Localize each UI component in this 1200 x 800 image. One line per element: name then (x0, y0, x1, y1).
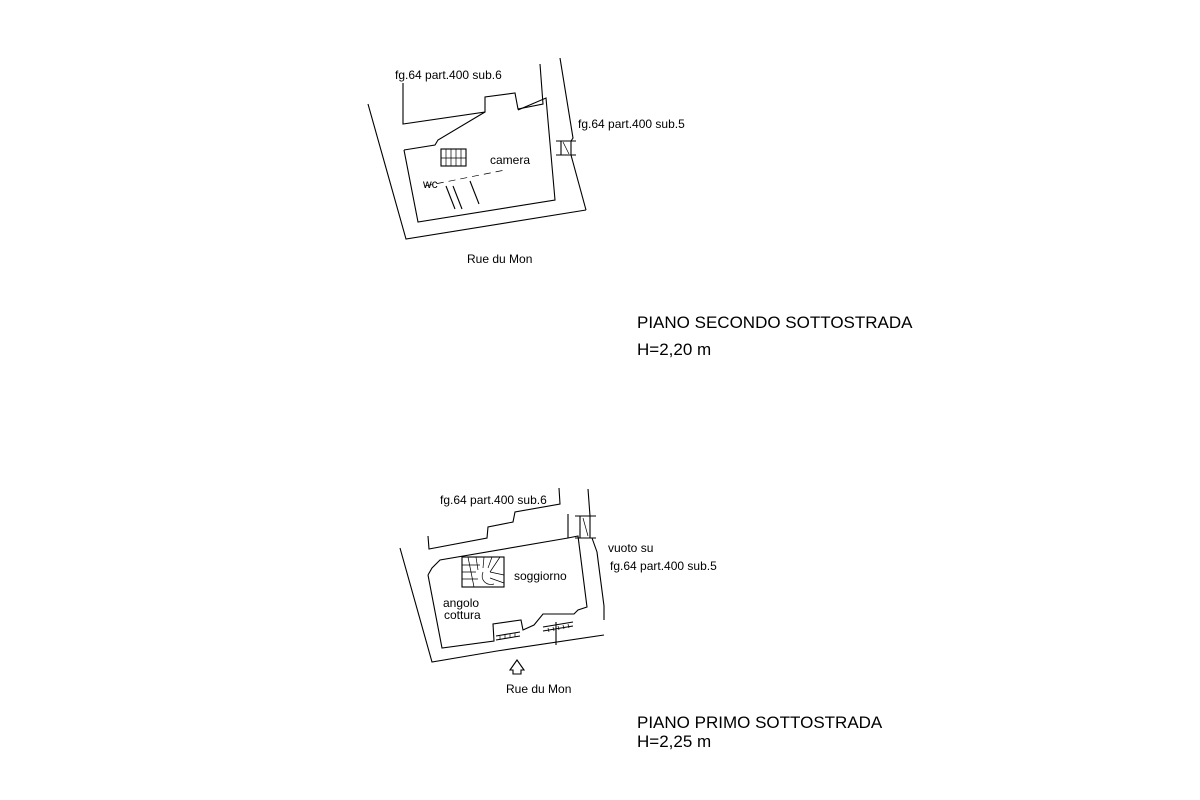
upper-stair-treads (441, 149, 466, 166)
lower-parcel-sub6-outline (427, 487, 561, 550)
upper-partition-1 (445, 185, 456, 210)
lower-street-label: Rue du Mon (506, 682, 571, 696)
upper-partition-2 (452, 185, 463, 210)
lower-entrance-door-right (542, 621, 574, 645)
lower-parcel-sub6-label: fg.64 part.400 sub.6 (440, 493, 547, 507)
upper-parcel-sub5-label: fg.64 part.400 sub.5 (578, 117, 685, 131)
lower-east-boundary-upper (587, 488, 591, 517)
lower-ne-door (575, 515, 596, 539)
upper-street-label: Rue du Mon (467, 252, 532, 266)
lower-plan-height: H=2,25 m (637, 732, 711, 751)
lower-floor-plan: fg.64 part.400 sub.6 vuoto su fg.64 part… (399, 487, 883, 751)
upper-parcel-sub6-label: fg.64 part.400 sub.6 (395, 68, 502, 82)
lower-east-boundary-lower (591, 537, 605, 620)
upper-floor-plan: fg.64 part.400 sub.6 fg.64 part.400 sub.… (367, 57, 913, 359)
lower-void-label-line2: fg.64 part.400 sub.5 (610, 559, 717, 573)
lower-plan-title: PIANO PRIMO SOTTOSTRADA (637, 713, 883, 732)
upper-plan-title: PIANO SECONDO SOTTOSTRADA (637, 313, 913, 332)
lower-outer-perimeter (399, 547, 605, 663)
upper-room-camera-label: camera (490, 153, 530, 167)
upper-partition-3 (469, 180, 480, 205)
lower-ne-door-leaf (582, 517, 589, 537)
upper-room-wc-label: wc (422, 177, 438, 191)
upper-dashed-door (424, 169, 506, 187)
upper-outer-perimeter (367, 103, 587, 240)
upper-room-outline (403, 97, 556, 223)
lower-room-wall-north (427, 537, 569, 576)
lower-entrance-door-left (495, 631, 521, 641)
lower-entrance-door-ticks (499, 623, 570, 640)
lower-room-soggiorno-label: soggiorno (514, 569, 567, 583)
lower-void-label-line1: vuoto su (608, 541, 653, 555)
lower-staircase-treads (462, 556, 505, 588)
entrance-arrow-icon (508, 659, 526, 675)
upper-parcel-sub5-outline-lower (570, 154, 587, 211)
upper-parcel-sub6-outline (402, 63, 544, 125)
upper-stair-fixture (440, 148, 467, 167)
lower-room-outline (427, 514, 588, 649)
upper-plan-height: H=2,20 m (637, 340, 711, 359)
lower-kitchen-label-line2: cottura (444, 608, 481, 622)
upper-room-wall-north (403, 111, 486, 151)
upper-east-door-leaf (562, 141, 570, 155)
upper-east-door (556, 140, 576, 156)
upper-parcel-sub5-outline (559, 57, 574, 142)
lower-kitchen-label-line1: angolo (443, 596, 479, 610)
